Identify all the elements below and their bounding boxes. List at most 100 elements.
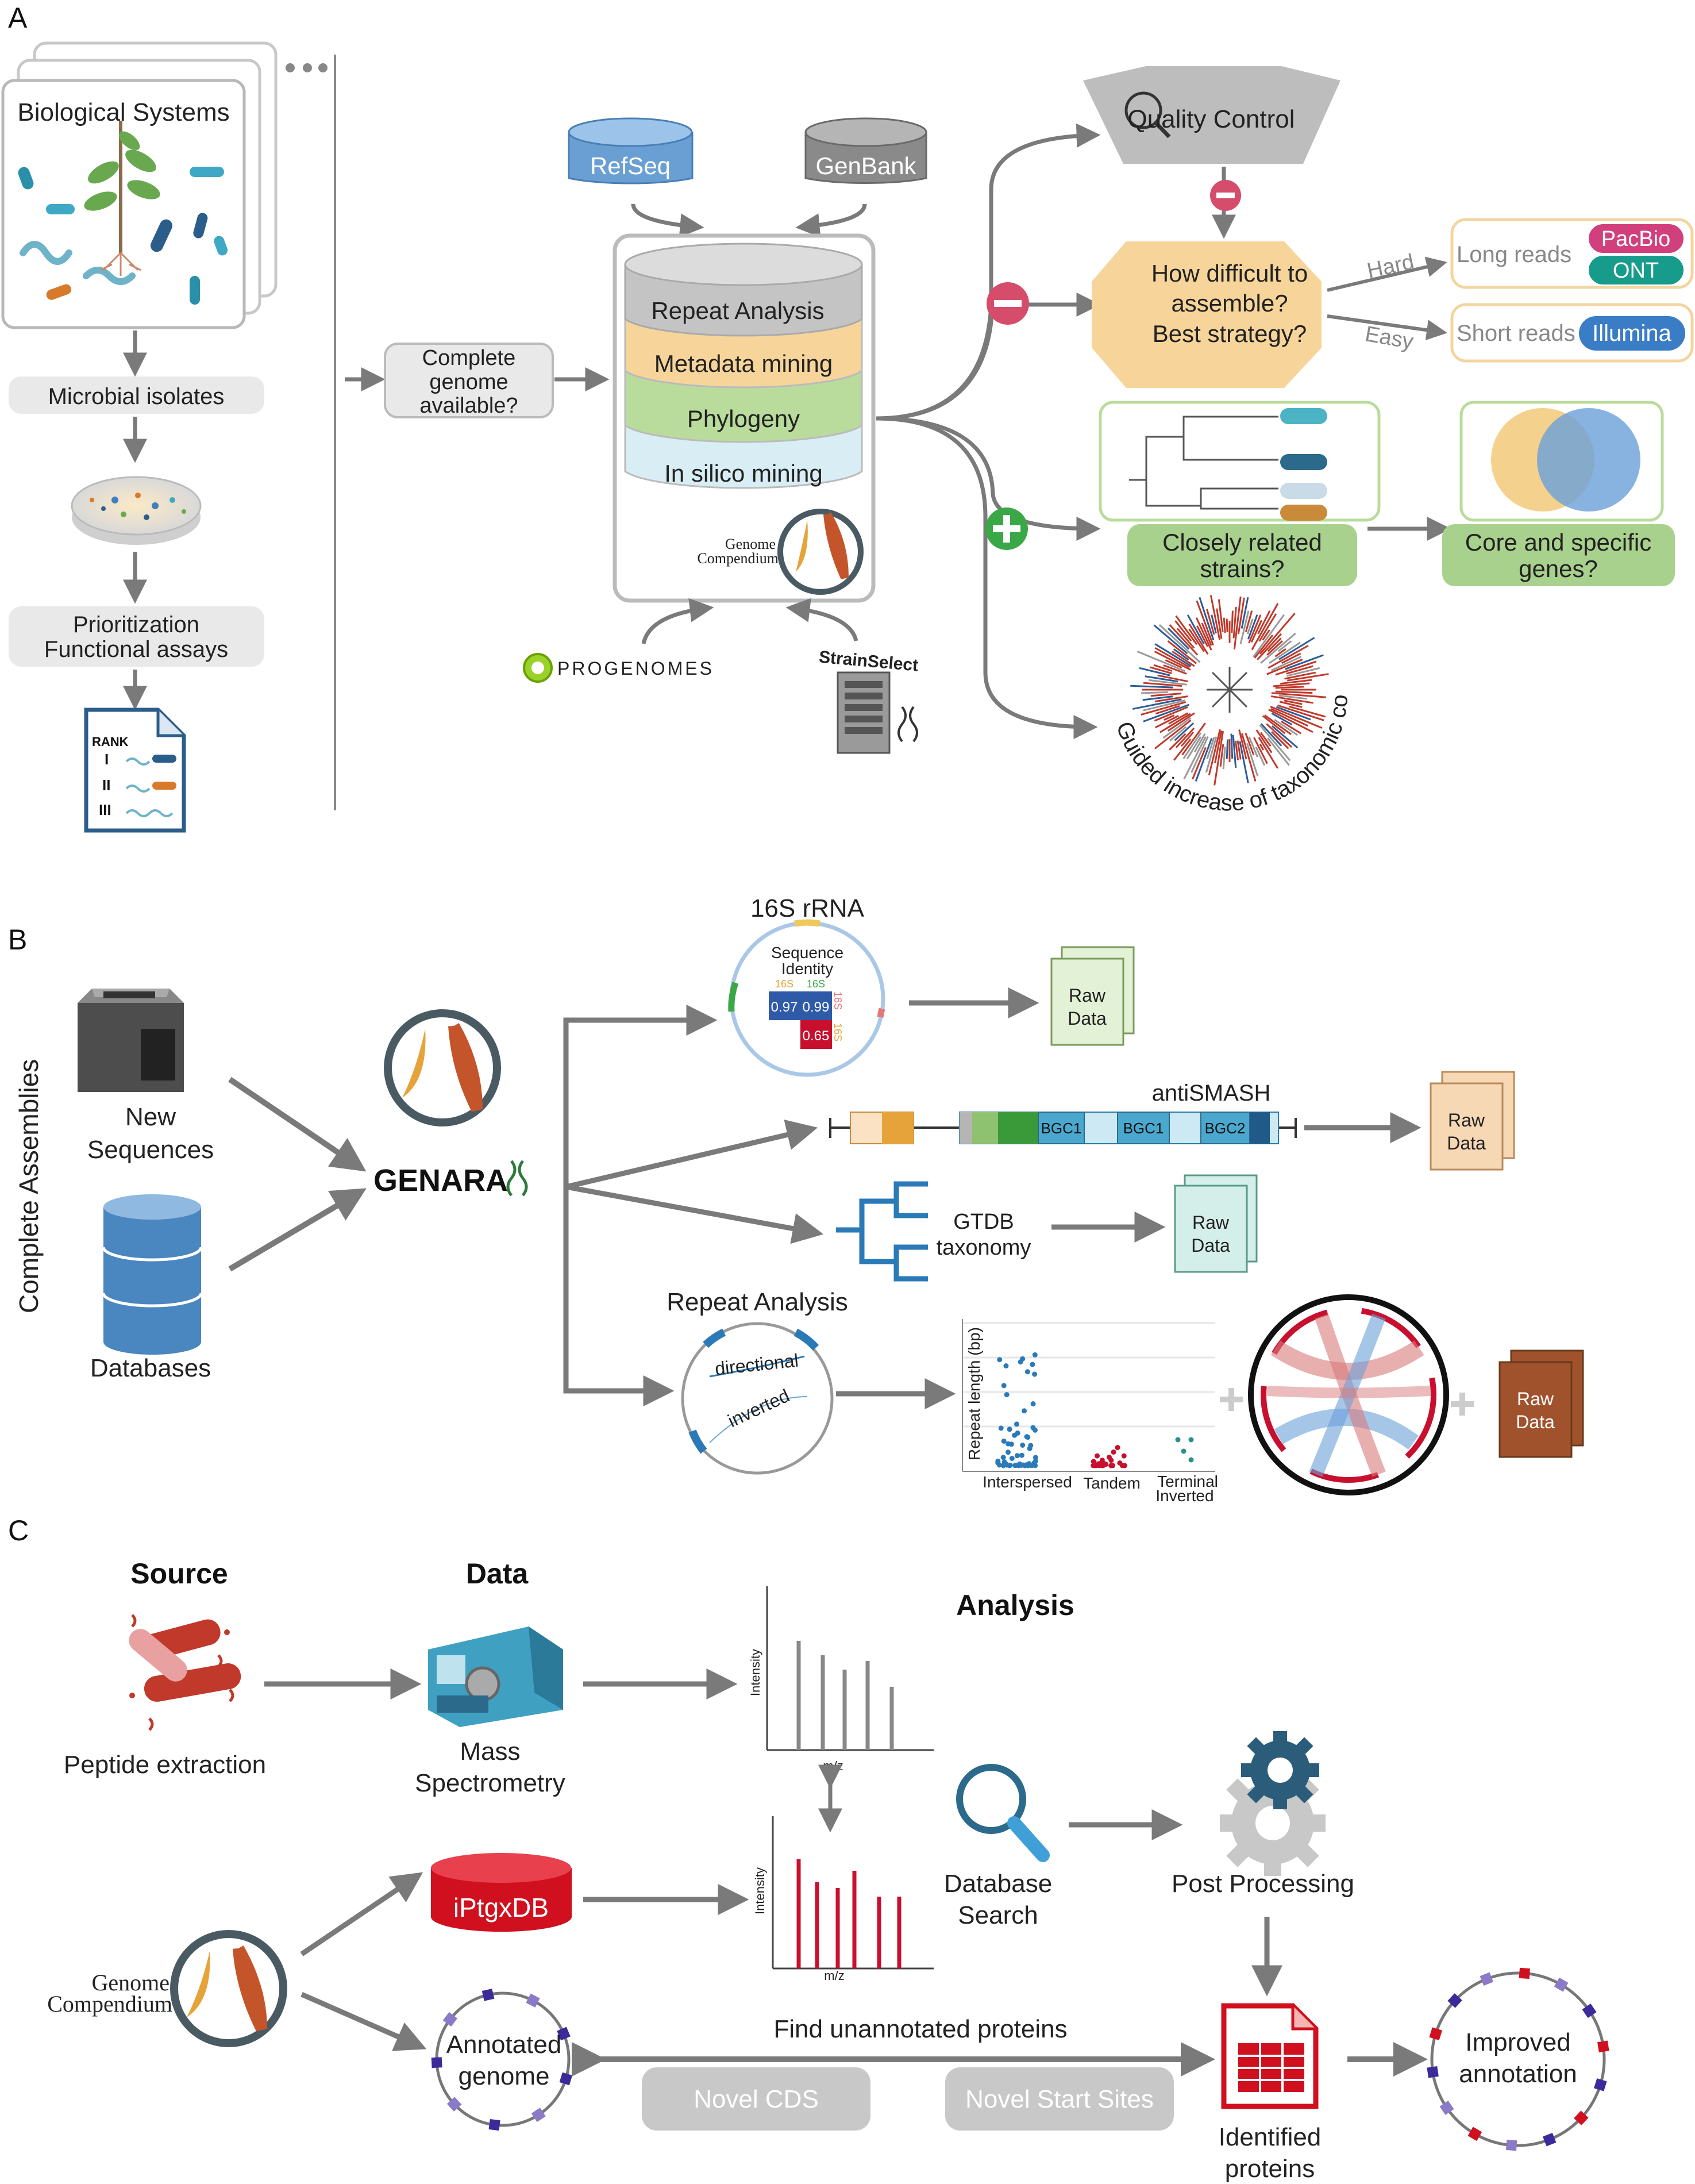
tree-branch xyxy=(1245,733,1255,756)
gene-mark xyxy=(1427,2066,1439,2078)
tree-branch xyxy=(1278,694,1307,700)
new-sequences-line-2: Sequences xyxy=(87,1136,214,1164)
progenomes-label: PROGENOMES xyxy=(557,658,714,679)
tree-branch xyxy=(1248,614,1262,644)
tree-branch xyxy=(1232,735,1237,768)
raw-data-2-line-2: Data xyxy=(1447,1133,1486,1153)
repeat-point-interspersed xyxy=(1006,1441,1011,1447)
tree-branch xyxy=(1285,654,1324,670)
tree-branch xyxy=(1278,637,1315,660)
panel-b: Complete Assemblies New Sequences Databa… xyxy=(14,894,1584,1505)
tree-branch xyxy=(1277,640,1292,652)
raw-data-3-line-2: Data xyxy=(1191,1235,1230,1256)
phylogenetic-tree xyxy=(1129,416,1278,510)
repeat-point-interspersed xyxy=(1030,1462,1035,1468)
tree-branch xyxy=(1195,617,1212,651)
rrna-circle: Sequence Identity 16S 16S 0.97 0.99 0.65… xyxy=(728,919,885,1077)
plus-sign-2 xyxy=(1451,1393,1474,1416)
find-unannotated-label: Find unannotated proteins xyxy=(773,2015,1067,2043)
tree-branch xyxy=(1255,746,1266,766)
refseq-label: RefSeq xyxy=(590,152,671,179)
compendium-label-1: Genome xyxy=(725,536,776,552)
repeat-point-terminal xyxy=(1181,1448,1186,1454)
tree-branch xyxy=(1239,610,1250,644)
repeat-point-interspersed xyxy=(1030,1401,1036,1407)
sixteen-s-label-1: 16S xyxy=(775,978,793,990)
tree-branch xyxy=(1238,729,1247,760)
rank-document-icon: RANK I II III xyxy=(84,708,186,833)
analysis-header: Analysis xyxy=(956,1589,1074,1621)
repeat-point-tandem xyxy=(1095,1453,1100,1459)
core-specific-box xyxy=(1442,524,1675,586)
quality-control-node: Quality Control xyxy=(1083,66,1340,164)
repeat-y-axis-label: Repeat length (bp) xyxy=(965,1327,983,1460)
tree-branch xyxy=(1281,652,1301,664)
tree-branch xyxy=(1205,736,1218,773)
repeat-point-interspersed xyxy=(1005,1449,1011,1455)
tree-branch xyxy=(1206,737,1215,759)
tree-branch xyxy=(1208,729,1221,776)
panel-label-b: B xyxy=(8,924,27,956)
database-search-line-2: Search xyxy=(958,1901,1038,1929)
panel-label-a: A xyxy=(8,2,28,34)
tree-branch xyxy=(1275,686,1304,689)
tree-branch xyxy=(1154,647,1191,668)
venn-diagram xyxy=(1491,408,1640,512)
tree-branch xyxy=(1155,714,1179,729)
repeat-point-terminal xyxy=(1188,1437,1194,1443)
tree-branch xyxy=(1259,613,1296,655)
tree-branch xyxy=(1173,648,1189,661)
new-sequences-line-1: New xyxy=(125,1103,176,1131)
tree-branch xyxy=(1232,606,1237,639)
circular-taxonomy-tree xyxy=(1129,589,1330,790)
spectrum-red: Intensity m/z xyxy=(753,1816,934,1983)
repeat-point-interspersed xyxy=(1004,1462,1010,1468)
layer-phylogeny: Phylogeny xyxy=(687,405,800,432)
gene-mark xyxy=(446,2097,462,2112)
plus-badge xyxy=(985,507,1028,550)
microbial-isolates-label: Microbial isolates xyxy=(48,384,225,409)
tree-branch xyxy=(1167,627,1190,650)
database-stack: Repeat Analysis Metadata mining Phylogen… xyxy=(624,243,863,489)
tree-branch xyxy=(1287,673,1329,682)
tree-branch xyxy=(1280,679,1312,685)
gene-mark xyxy=(1519,1967,1530,1979)
repeat-point-interspersed xyxy=(1014,1453,1020,1459)
spectrum-1-x-label: m/z xyxy=(823,1759,843,1773)
database-icon xyxy=(102,1194,203,1355)
tree-branch xyxy=(1175,615,1198,645)
tree-branch xyxy=(1286,665,1313,675)
repeat-point-interspersed xyxy=(1015,1430,1020,1436)
genara-label: GENARA xyxy=(373,1163,508,1198)
tree-branch xyxy=(1154,706,1188,722)
tree-branch xyxy=(1214,730,1224,786)
tree-branch xyxy=(1259,732,1272,747)
pacbio-label: PacBio xyxy=(1601,227,1670,251)
tree-branch xyxy=(1169,726,1187,741)
repeat-analysis-title: Repeat Analysis xyxy=(667,1288,848,1316)
mass-spectrometer-icon xyxy=(428,1627,563,1727)
spectrum-2-x-label: m/z xyxy=(824,1968,844,1983)
iptgxdb-label: iPtgxDB xyxy=(453,1893,549,1922)
tree-branch xyxy=(1206,609,1215,635)
tree-branch xyxy=(1192,747,1207,780)
sequence-identity-1: Sequence xyxy=(771,944,843,962)
novel-cds-box xyxy=(642,2067,870,2131)
tree-branch xyxy=(1154,695,1188,703)
repeat-point-interspersed xyxy=(1009,1456,1015,1462)
tree-branch xyxy=(1269,641,1301,664)
gene-mark xyxy=(526,1993,540,2008)
pacbio-badge xyxy=(1589,224,1684,253)
tree-branch xyxy=(1231,610,1234,633)
tree-branch xyxy=(1230,733,1234,759)
tree-branch xyxy=(1233,596,1242,649)
spectrum-1-y-label: Intensity xyxy=(748,1649,762,1696)
repeat-point-tandem xyxy=(1096,1461,1101,1467)
tree-branch xyxy=(1241,733,1257,782)
gene-mark xyxy=(1429,2027,1442,2040)
sequencer-icon xyxy=(78,989,184,1092)
repeat-point-interspersed xyxy=(998,1425,1004,1431)
gene-mark xyxy=(1439,2100,1454,2115)
tree-branch xyxy=(1271,725,1299,749)
repeat-point-interspersed xyxy=(1033,1455,1038,1460)
